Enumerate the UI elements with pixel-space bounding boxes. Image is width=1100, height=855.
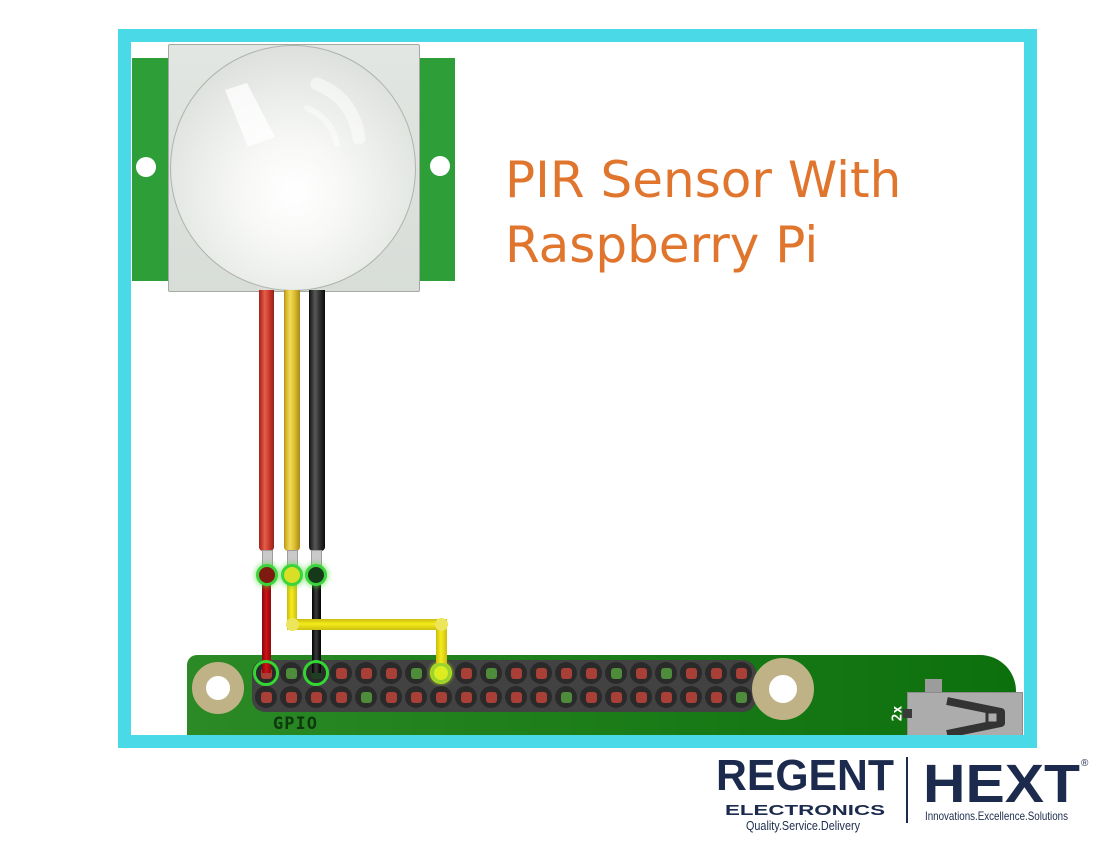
pir-mounting-hole-right <box>430 156 450 176</box>
gpio-pin <box>380 686 402 708</box>
yellow-wire-segment-1 <box>287 578 297 630</box>
gpio-silkscreen-label: GPIO <box>273 714 318 734</box>
gpio-pin <box>705 662 727 684</box>
gpio-pin <box>305 686 327 708</box>
gpio-pin <box>655 662 677 684</box>
usb-connector-tab <box>925 679 942 692</box>
black-cable <box>309 290 325 551</box>
yellow-cable <box>284 290 300 551</box>
board-mounting-hole-right <box>752 658 814 720</box>
title-line-1: PIR Sensor With <box>505 151 902 209</box>
pin8-yellow-connection-dot <box>431 663 451 683</box>
gpio-pin <box>505 686 527 708</box>
gpio-pin <box>330 662 352 684</box>
regent-logo-name: REGENT <box>716 754 894 800</box>
gpio-pin <box>530 662 552 684</box>
gpio-pin <box>255 686 277 708</box>
regent-logo-tagline: Quality.Service.Delivery <box>746 818 860 833</box>
gpio-pin <box>405 662 427 684</box>
gpio-pin <box>730 686 752 708</box>
red-junction-dot <box>256 564 278 586</box>
gpio-pin <box>605 662 627 684</box>
yellow-wire-segment-3 <box>436 619 447 675</box>
gpio-pin <box>380 662 402 684</box>
board-mounting-hole-left <box>192 662 244 714</box>
yellow-wire-bend-joint <box>435 618 448 631</box>
gpio-pin <box>580 686 602 708</box>
gpio-pin <box>455 662 477 684</box>
pir-dome-lens <box>170 45 416 291</box>
yellow-wire-bend-joint <box>286 618 299 631</box>
gpio-pin <box>330 686 352 708</box>
gpio-pin <box>455 686 477 708</box>
gpio-pin <box>680 662 702 684</box>
dome-reflections-icon <box>225 77 366 147</box>
gpio-pin <box>605 686 627 708</box>
gpio-pin <box>580 662 602 684</box>
gpio-pin <box>730 662 752 684</box>
gpio-pin <box>530 686 552 708</box>
diagram-title: PIR Sensor With Raspberry Pi <box>505 148 985 278</box>
pir-mounting-hole-left <box>136 157 156 177</box>
usb-plug-icon <box>943 696 1018 740</box>
gpio-pin <box>355 686 377 708</box>
hext-logo-name: HEXT <box>923 754 1080 814</box>
gpio-pin <box>480 662 502 684</box>
hext-logo: HEXT ® Innovations.Excellence.Solutions <box>923 754 1089 823</box>
regent-logo-subtitle: ELECTRONICS <box>725 802 885 819</box>
gpio-header <box>252 660 756 712</box>
gpio-pin <box>630 662 652 684</box>
hext-logo-tagline: Innovations.Excellence.Solutions <box>925 809 1068 823</box>
red-wire <box>262 578 271 673</box>
gpio-pin <box>280 686 302 708</box>
logo-divider-line <box>906 757 908 823</box>
pin1-connection-ring <box>253 660 279 686</box>
pin3-connection-ring <box>303 660 329 686</box>
board-silkscreen-2x: 2x <box>890 705 906 722</box>
gpio-pin <box>655 686 677 708</box>
gpio-pin <box>555 662 577 684</box>
red-cable <box>259 290 274 551</box>
gpio-pin <box>630 686 652 708</box>
gpio-pin <box>355 662 377 684</box>
gpio-pin <box>280 662 302 684</box>
gpio-pin <box>480 686 502 708</box>
gpio-pin <box>555 686 577 708</box>
yellow-junction-dot <box>281 564 303 586</box>
black-junction-dot <box>305 564 327 586</box>
gpio-pin <box>430 686 452 708</box>
yellow-wire-segment-2 <box>287 619 447 630</box>
regent-electronics-logo: REGENT ELECTRONICS Quality.Service.Deliv… <box>716 754 894 833</box>
title-line-2: Raspberry Pi <box>505 216 819 274</box>
gpio-pin <box>405 686 427 708</box>
usb-connector-notch <box>903 709 912 718</box>
gpio-pin <box>680 686 702 708</box>
registered-trademark-icon: ® <box>1081 758 1089 769</box>
gpio-pin <box>705 686 727 708</box>
gpio-pin <box>505 662 527 684</box>
